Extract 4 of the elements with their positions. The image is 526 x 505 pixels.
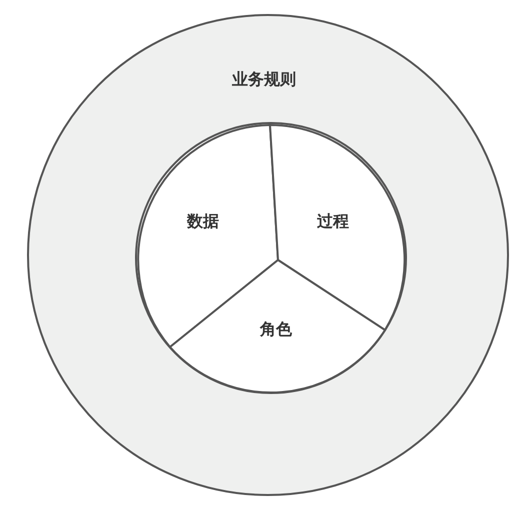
region-label: 角色 (260, 320, 292, 340)
region-label: 业务规则 (232, 70, 296, 90)
region-label: 过程 (317, 212, 349, 232)
region-label: 数据 (187, 212, 219, 232)
